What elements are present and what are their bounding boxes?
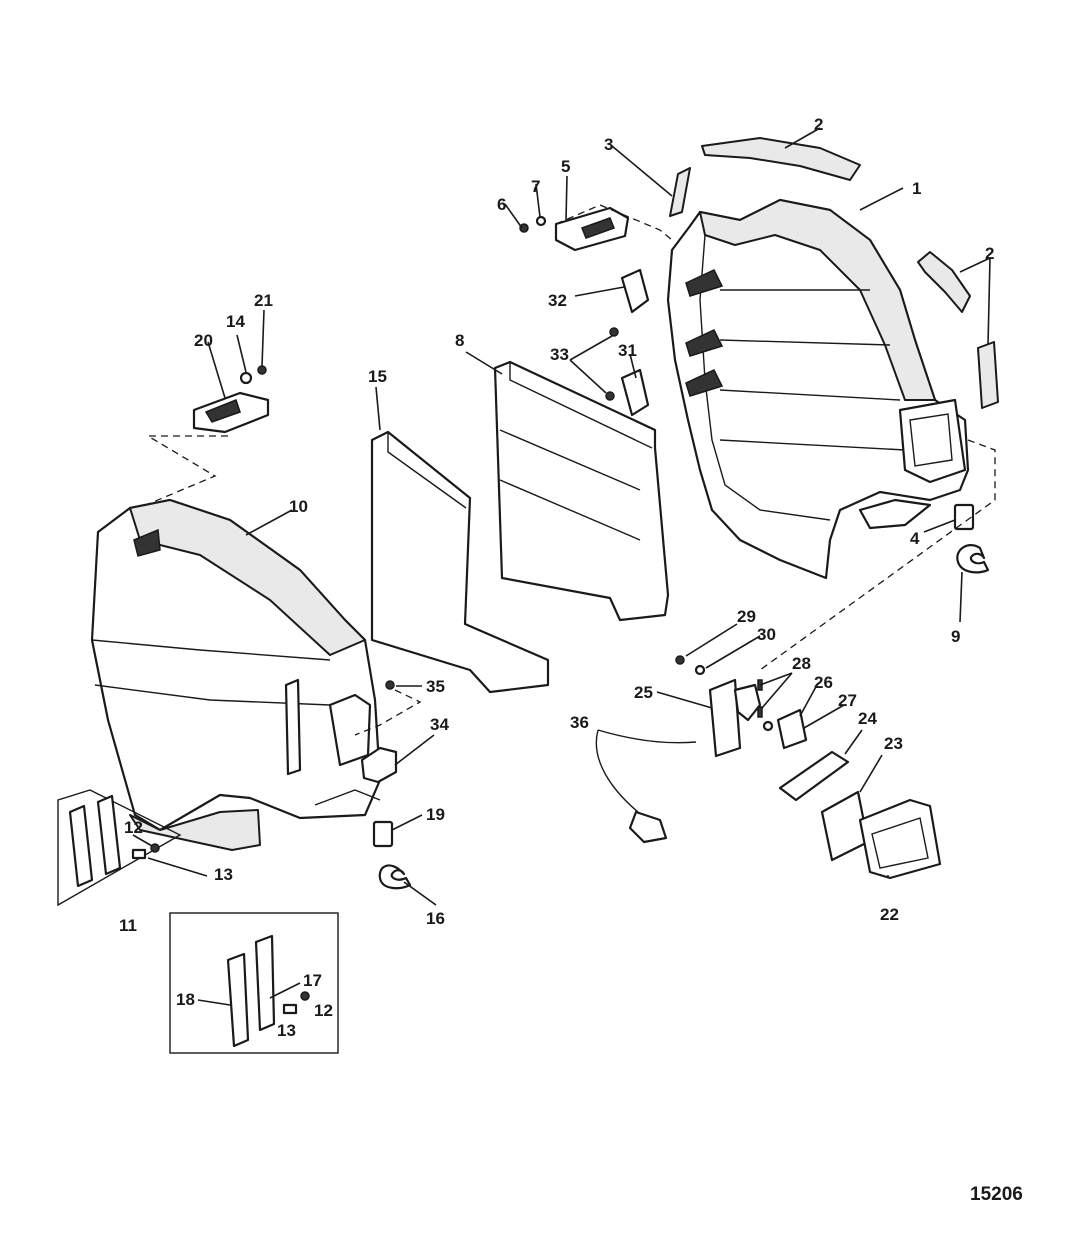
assembly-line-front-bottom [354,689,422,736]
callout-34: 34 [430,715,449,734]
callout-11: 11 [119,916,137,935]
screw-21 [257,365,267,375]
figure-number: 15206 [970,1184,1023,1205]
callout-13-b: 13 [277,1021,296,1040]
callout-28: 28 [792,654,811,673]
callout-32: 32 [548,291,567,310]
leader-lines [132,127,991,1006]
rear-cowl-part [666,198,970,580]
screw-33a [609,327,619,337]
assembly-line-rear-latch [555,204,673,241]
lanyard-cable-36 [595,729,697,813]
callout-18: 18 [176,990,195,1009]
screw-29 [675,655,685,665]
pin-28b [757,706,763,718]
washer-14 [239,371,253,385]
callout-2-side: 2 [985,244,994,263]
latch-bracket-front-slot [204,399,241,423]
handle-22 [858,798,942,880]
vent-grille-b [96,794,122,876]
callout-3: 3 [604,135,613,154]
side-trim-insert [977,341,999,409]
top-trim-strip [701,137,861,181]
vent-grille-18 [226,952,250,1048]
seal-strip [669,167,691,217]
latch-bracket-slot [581,217,615,239]
washer-7 [535,215,547,227]
callout-29: 29 [737,607,756,626]
assembly-line-rear-bottom [759,439,996,671]
screw-6 [519,223,529,233]
hinge-32 [620,268,650,314]
screw-12a [150,843,160,853]
latch-hook [733,683,762,722]
latch-plate-25 [708,678,742,758]
callout-17: 17 [303,971,322,990]
callout-20: 20 [194,331,213,350]
seal-8 [493,360,670,622]
latch-34 [360,746,398,784]
gasket-24 [778,750,850,802]
callout-21: 21 [254,291,273,310]
callout-2-top: 2 [814,115,823,134]
callout-16: 16 [426,909,445,928]
callout-31: 31 [618,341,637,360]
callout-19: 19 [426,805,445,824]
callout-15: 15 [368,367,387,386]
assembly-line-front-latch [145,435,228,506]
callout-labels: 1 2 2 3 4 5 6 7 8 9 10 11 12 13 14 15 16… [119,115,994,1040]
callout-33: 33 [550,345,569,364]
seal-15 [370,430,550,694]
front-cowl-part [90,498,382,851]
callout-9: 9 [951,627,960,646]
alternate-vent-box [169,912,339,1054]
screw-33b [605,391,615,401]
callout-8: 8 [455,331,464,350]
vent-grille-17 [254,934,276,1032]
washer-30 [694,664,706,676]
callout-30: 30 [757,625,776,644]
screw-12b [300,991,310,1001]
callout-6: 6 [497,195,506,214]
callout-23: 23 [884,734,903,753]
callout-14: 14 [226,312,245,331]
callout-27: 27 [838,691,857,710]
bracket-27 [776,708,808,750]
callout-4: 4 [910,529,920,548]
callout-35: 35 [426,677,445,696]
callout-7: 7 [531,177,540,196]
callout-12-a: 12 [124,818,143,837]
screw-35 [385,680,395,690]
washer-26 [762,720,774,732]
callout-26: 26 [814,673,833,692]
callout-12-b: 12 [314,1001,333,1020]
lanyard-clip [628,810,668,844]
side-trim-strip [917,251,971,313]
callout-13-a: 13 [214,865,233,884]
callout-36: 36 [570,713,589,732]
vent-grille-a [68,804,94,888]
callout-1: 1 [912,179,921,198]
nut-13b [282,1003,298,1015]
nut-13a [131,848,147,860]
block-19 [372,820,394,848]
callout-5: 5 [561,157,570,176]
callout-24: 24 [858,709,877,728]
clip-16 [378,864,412,890]
block-4 [953,503,975,531]
callout-25: 25 [634,683,653,702]
callout-10: 10 [289,497,308,516]
clip-9 [956,544,990,574]
callout-22: 22 [880,905,899,924]
